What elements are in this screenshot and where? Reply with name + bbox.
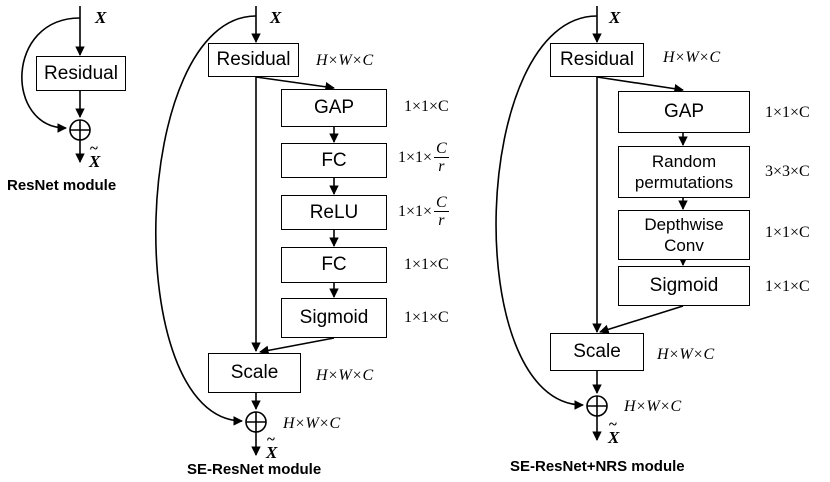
- se-skip-arc: [155, 15, 257, 426]
- se-fc2-block: FC: [281, 247, 387, 283]
- se-residual-dim: H×W×C: [316, 52, 374, 69]
- resnet-output-symbol: ~X: [89, 141, 101, 171]
- se-fc2-dim: 1×1×C: [404, 256, 449, 273]
- se-sigmoid-dim: 1×1×C: [404, 309, 449, 326]
- nrs-residual-dim: H×W×C: [663, 49, 721, 66]
- nrs-depthwise-conv-dim: 1×1×C: [765, 224, 810, 241]
- se-residual-to-gap: [255, 76, 335, 92]
- nrs-scale-dim: H×W×C: [657, 346, 715, 363]
- nrs-gap-block: GAP: [618, 91, 750, 133]
- nrs-sigmoid-to-scale: [599, 305, 684, 334]
- se-scale-dim: H×W×C: [316, 367, 374, 384]
- se-residual-block: Residual: [208, 43, 299, 77]
- nrs-sigmoid-dim: 1×1×C: [765, 278, 810, 295]
- se-input-symbol: X: [270, 8, 282, 27]
- nrs-scale-block: Scale: [550, 333, 644, 371]
- se-relu-block: ReLU: [281, 195, 387, 230]
- se-sigmoid-block: Sigmoid: [281, 298, 387, 338]
- nrs-caption: SE-ResNet+NRS module: [510, 458, 685, 475]
- nrs-sum-dim: H×W×C: [624, 398, 682, 415]
- se-gap-block: GAP: [281, 89, 387, 127]
- nrs-output-symbol: ~X: [608, 417, 620, 447]
- nrs-input-symbol: X: [609, 8, 621, 27]
- resnet-skip-arc: [21, 17, 81, 133]
- nrs-random-permutations-dim: 3×3×C: [765, 163, 810, 180]
- resnet-input-symbol: X: [95, 8, 107, 27]
- se-scale-block: Scale: [208, 353, 301, 393]
- nrs-gap-dim: 1×1×C: [765, 104, 810, 121]
- nrs-sigmoid-block: Sigmoid: [618, 266, 750, 306]
- nrs-residual-block: Residual: [550, 43, 644, 77]
- resnet-caption: ResNet module: [7, 177, 117, 194]
- nrs-skip-arc: [495, 15, 598, 410]
- se-output-symbol: ~X: [266, 432, 278, 462]
- resnet-residual-block: Residual: [36, 56, 126, 91]
- nrs-residual-to-gap: [596, 76, 684, 94]
- se-gap-dim: 1×1×C: [404, 98, 449, 115]
- se-sigmoid-to-scale: [259, 337, 335, 356]
- se-sum-dim: H×W×C: [283, 415, 341, 432]
- se-caption: SE-ResNet module: [187, 461, 322, 478]
- se-fc1-block: FC: [281, 143, 387, 178]
